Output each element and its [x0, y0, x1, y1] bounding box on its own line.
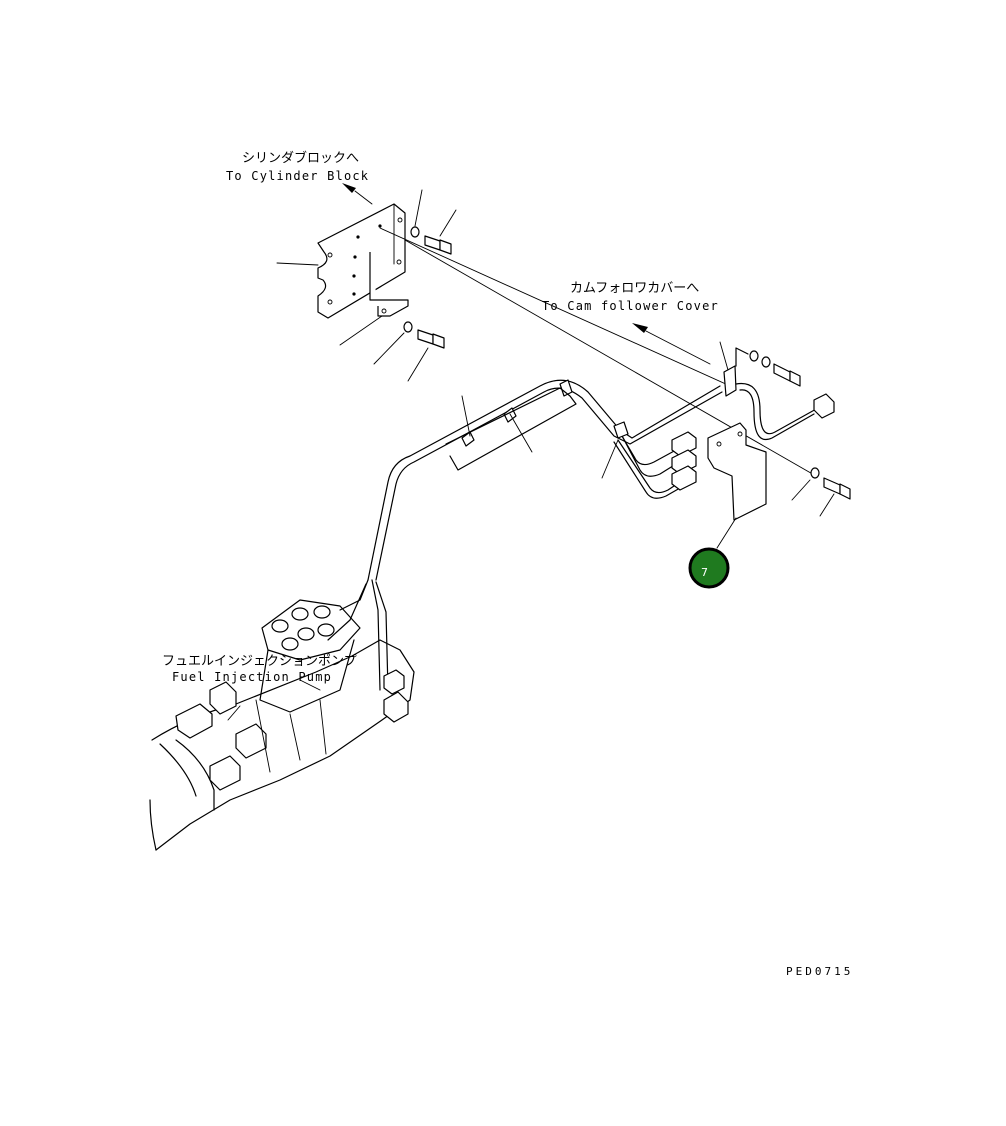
arrow-cylinder-block	[342, 183, 356, 193]
sensor-connector	[735, 382, 835, 440]
callout-7-circle[interactable]	[688, 547, 730, 589]
leader-line-2	[404, 239, 817, 477]
label-cam-follower: カムフォロワカバーへ To Cam follower Cover	[542, 281, 719, 365]
label-cam-follower-jp: カムフォロワカバーへ	[570, 281, 699, 296]
washer-bolt-set-right	[791, 467, 851, 517]
drawing-code: PED0715	[786, 965, 853, 978]
label-cylinder-block: シリンダブロックへ To Cylinder Block	[226, 150, 373, 205]
label-fuel-pump-en: Fuel Injection Pump	[172, 670, 332, 684]
label-cam-follower-en: To Cam follower Cover	[542, 299, 719, 313]
washer-bolt-set-upper	[276, 189, 457, 266]
fuel-pipe-assembly	[327, 379, 723, 691]
label-cylinder-block-jp: シリンダブロックへ	[242, 150, 359, 166]
label-fuel-pump: フュエルインジェクションポンプ Fuel Injection Pump	[162, 654, 357, 684]
cam-follower-bracket	[719, 341, 801, 397]
mounting-plate-7	[707, 422, 767, 549]
leader-line-1	[379, 227, 729, 386]
callout-7-number[interactable]: 7	[701, 566, 708, 579]
cylinder-block-bracket	[317, 203, 409, 319]
arrow-cam-follower	[632, 323, 648, 333]
washer-bolt-set-lower	[339, 315, 445, 382]
callout-7[interactable]: 7	[688, 547, 730, 589]
label-cylinder-block-en: To Cylinder Block	[226, 169, 369, 183]
fuel-injection-pump	[149, 599, 415, 851]
